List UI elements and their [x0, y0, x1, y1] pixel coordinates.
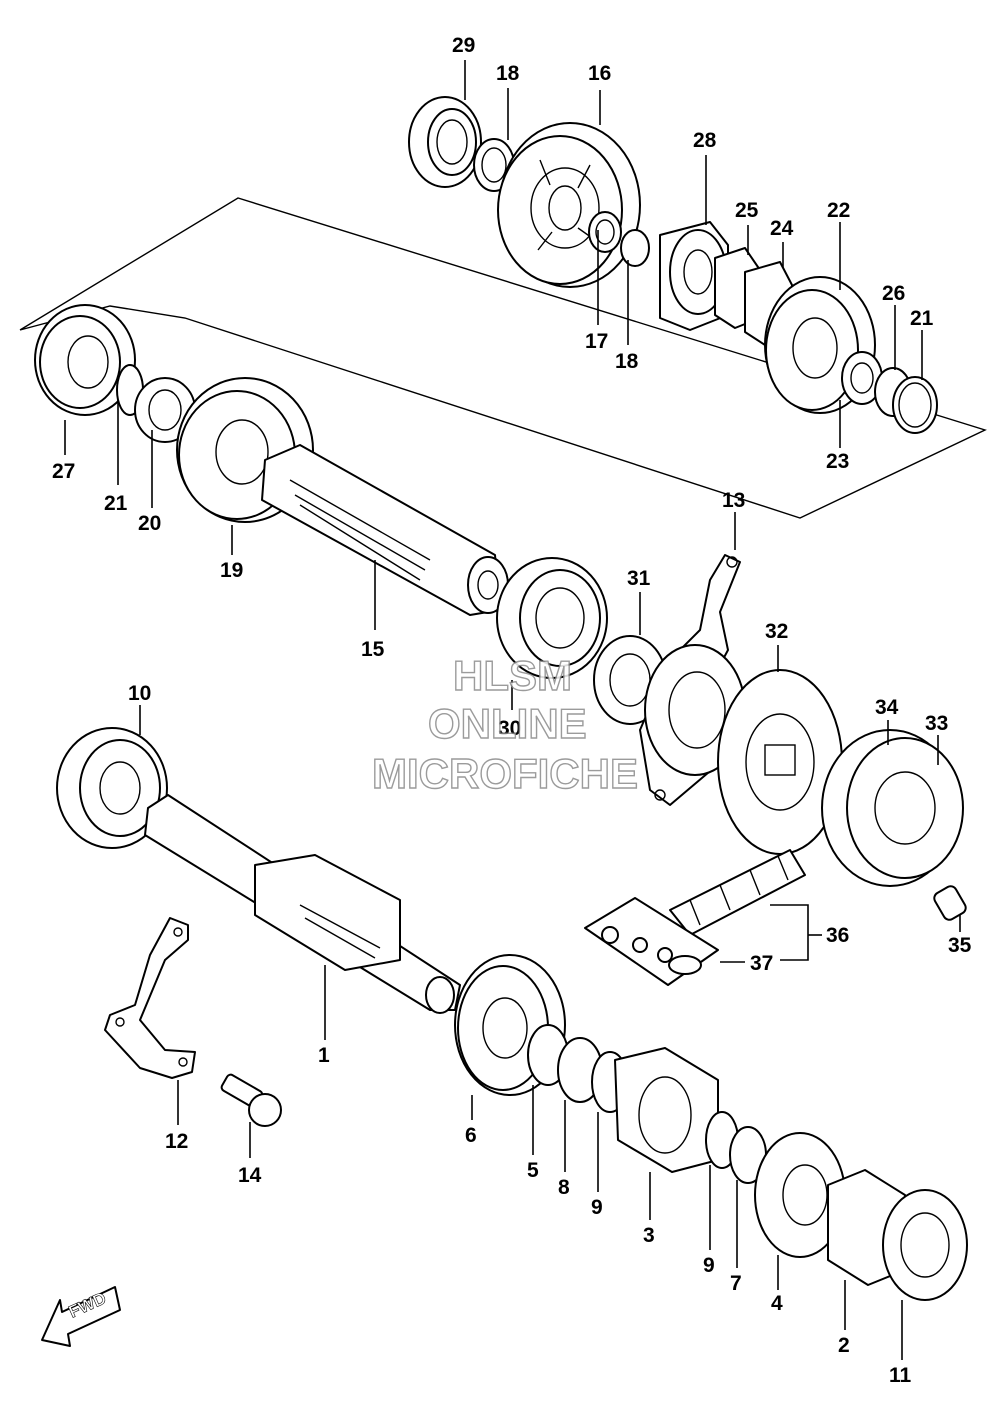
callout-34: 34 [875, 696, 899, 719]
bearing-11[interactable] [882, 1189, 968, 1301]
callout-33: 33 [925, 712, 948, 735]
washer-18-lower[interactable] [620, 229, 650, 267]
gear-27[interactable] [34, 304, 136, 416]
gear-16[interactable] [497, 122, 641, 288]
bearing-29[interactable] [408, 96, 482, 188]
callout-22: 22 [827, 199, 850, 222]
gear-3[interactable] [614, 1047, 719, 1173]
callout-2: 2 [838, 1334, 850, 1357]
gear-28[interactable] [659, 221, 729, 331]
callout-30: 30 [498, 717, 521, 740]
bushing-23[interactable] [841, 351, 883, 405]
callout-24: 24 [770, 217, 794, 240]
callout-19: 19 [220, 559, 243, 582]
callout-20: 20 [138, 512, 161, 535]
callout-27: 27 [52, 460, 75, 483]
callout-25: 25 [735, 199, 759, 222]
callout-18-upper: 18 [496, 62, 520, 85]
callout-31: 31 [627, 567, 651, 590]
leader-lines [64, 60, 961, 1360]
watermark-line-1: HLSM [453, 652, 572, 699]
joint-kit-37[interactable] [584, 897, 719, 986]
callout-18-lower: 18 [615, 350, 639, 373]
callout-16: 16 [588, 62, 611, 85]
watermark: HLSM ONLINE MICROFICHE [371, 651, 638, 797]
callout-37: 37 [750, 952, 773, 975]
callout-7: 7 [730, 1272, 742, 1295]
mainshaft-1[interactable] [144, 794, 461, 1014]
callout-17: 17 [585, 330, 608, 353]
callout-28: 28 [693, 129, 717, 152]
bearing-retainer-12[interactable] [104, 917, 196, 1079]
callout-6: 6 [465, 1124, 477, 1147]
callout-9-right: 9 [703, 1254, 715, 1277]
callout-32: 32 [765, 620, 788, 643]
screw-14[interactable] [220, 1073, 282, 1127]
bearing-30[interactable] [496, 557, 608, 679]
bolt-35[interactable] [932, 884, 968, 922]
callout-23: 23 [826, 450, 849, 473]
callout-9-left: 9 [591, 1196, 603, 1219]
sprocket-cover-33-34[interactable] [821, 729, 964, 887]
bearing-10[interactable] [56, 727, 168, 849]
watermark-line-3: MICROFICHE [372, 750, 638, 797]
circlip-21-right[interactable] [892, 376, 938, 434]
callout-8: 8 [558, 1176, 570, 1199]
callout-3: 3 [643, 1224, 655, 1247]
callout-36: 36 [826, 924, 849, 947]
watermark-line-2: ONLINE [428, 700, 587, 747]
callout-35: 35 [948, 934, 972, 957]
fwd-arrow-badge: FWD [41, 1286, 121, 1347]
callout-12: 12 [165, 1130, 188, 1153]
callout-14: 14 [238, 1164, 262, 1187]
callout-26: 26 [882, 282, 905, 305]
callout-21-left: 21 [104, 492, 128, 515]
callout-labels: 29 18 16 28 25 24 22 26 21 17 18 23 27 2… [52, 34, 972, 1387]
callout-4: 4 [771, 1292, 783, 1315]
callout-21-right: 21 [910, 307, 934, 330]
callout-1: 1 [318, 1044, 330, 1067]
countershaft-group-frame [19, 197, 987, 519]
bushing-17[interactable] [588, 211, 622, 253]
callout-29: 29 [452, 34, 475, 57]
callout-10: 10 [128, 682, 151, 705]
callout-15: 15 [361, 638, 385, 661]
chain-36[interactable] [669, 849, 806, 936]
countershaft-15[interactable] [261, 444, 509, 616]
callout-13: 13 [722, 489, 745, 512]
callout-5: 5 [527, 1159, 539, 1182]
callout-11: 11 [889, 1364, 912, 1387]
